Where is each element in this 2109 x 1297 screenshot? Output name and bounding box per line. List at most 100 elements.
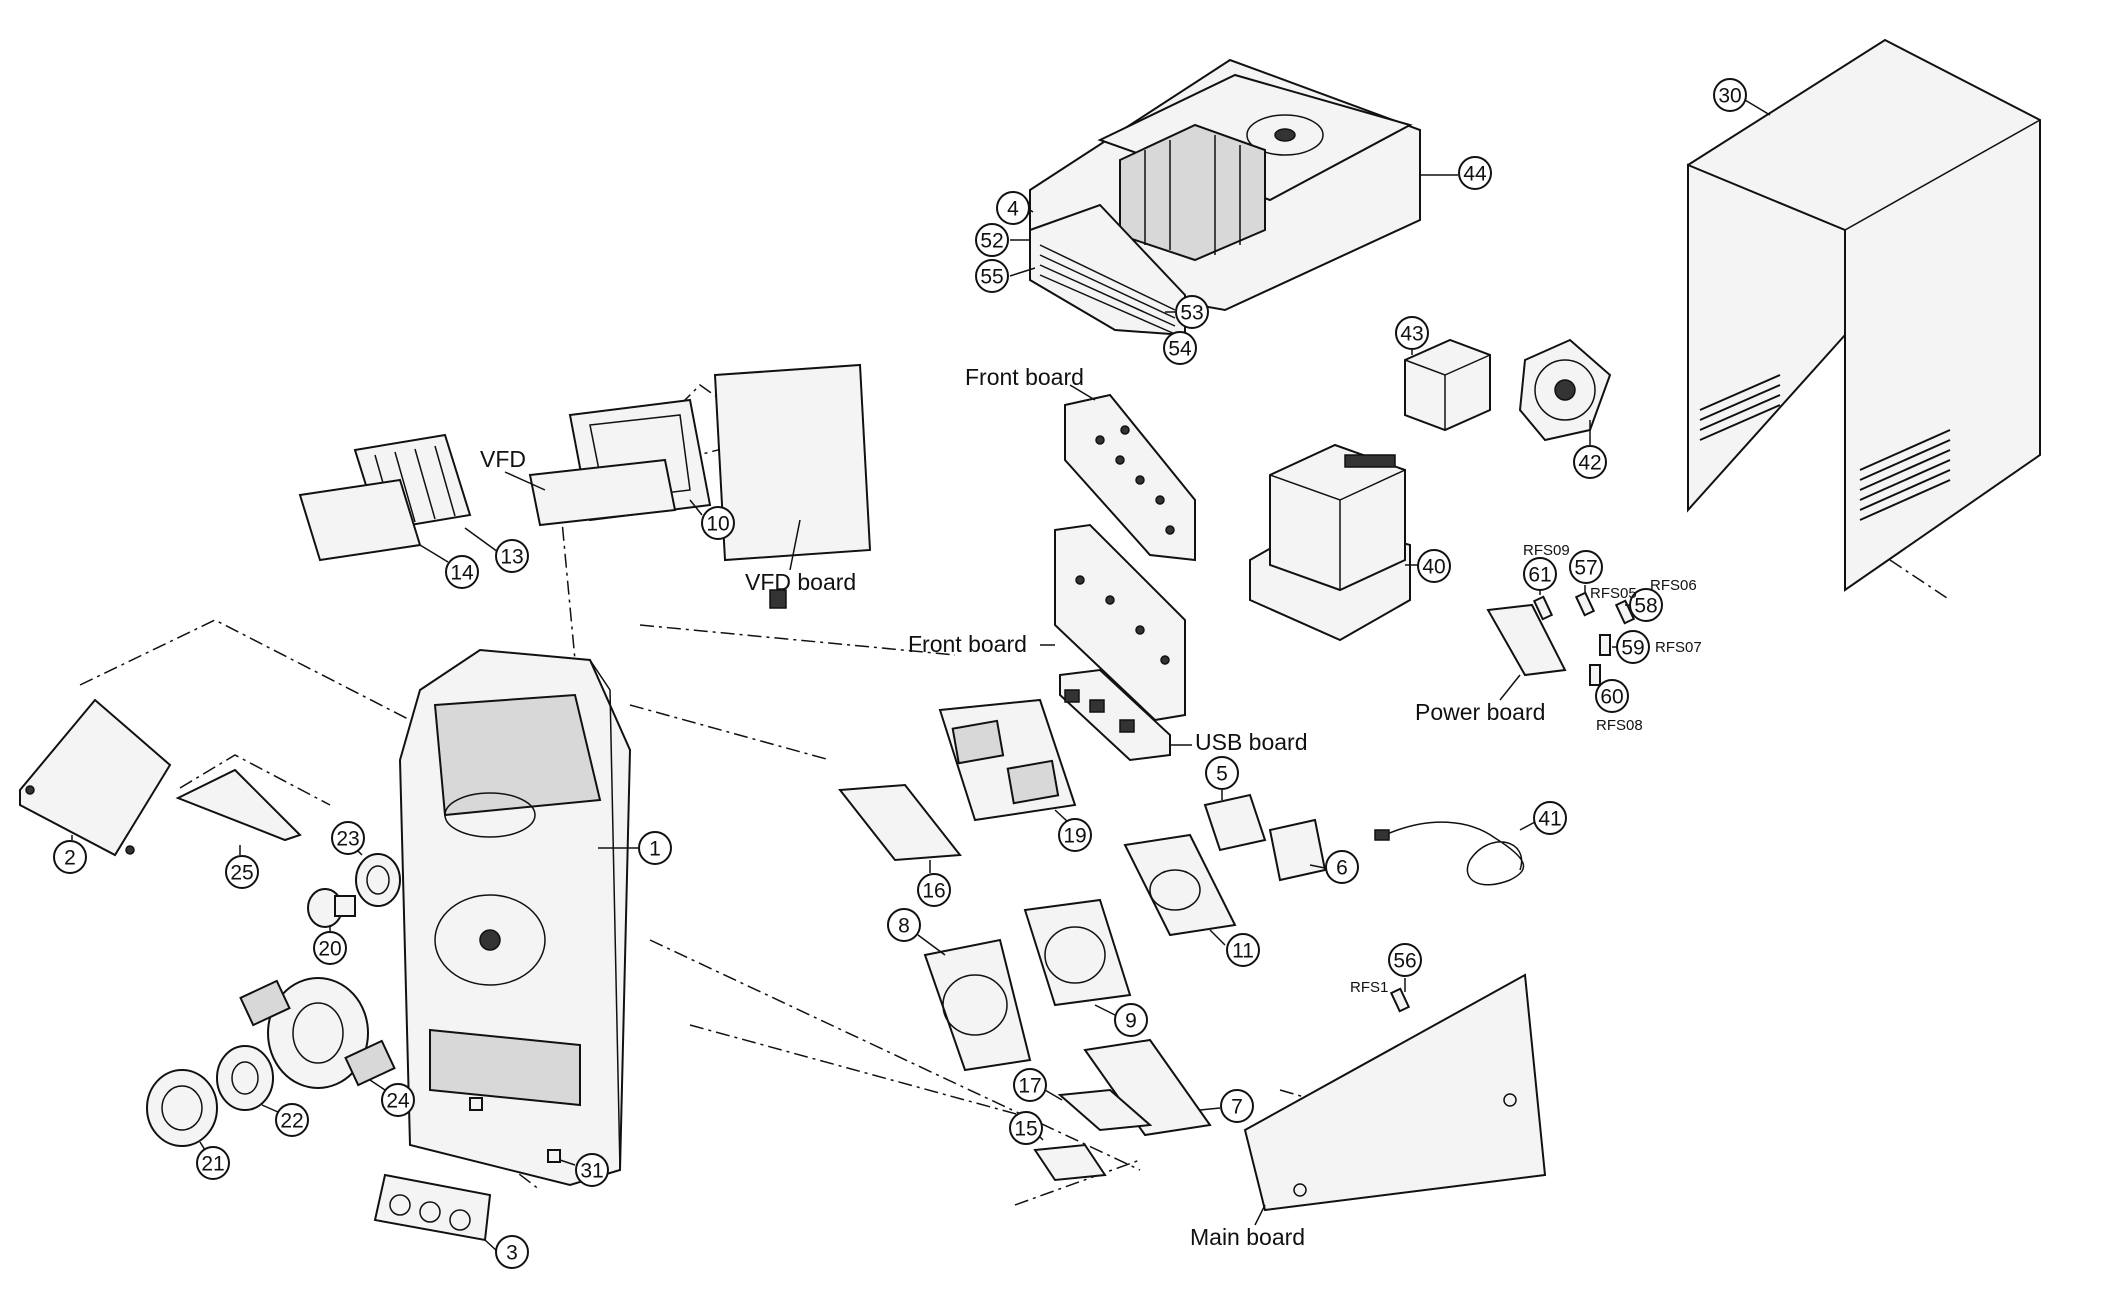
svg-text:6: 6 xyxy=(1336,857,1348,880)
callout-24: 24 xyxy=(369,1079,415,1117)
button-17 xyxy=(1057,1088,1153,1132)
text-labels: Front board Front board VFD VFD board US… xyxy=(480,364,1702,1250)
svg-text:17: 17 xyxy=(1018,1075,1041,1098)
callout-56: 56 xyxy=(1388,943,1422,992)
front-panel xyxy=(398,648,632,1187)
svg-text:4: 4 xyxy=(1007,198,1019,221)
svg-text:30: 30 xyxy=(1718,85,1741,108)
fuses xyxy=(1389,591,1636,1013)
label-vfd-board: VFD board xyxy=(745,569,856,595)
svg-text:25: 25 xyxy=(230,862,253,885)
front-board-upper xyxy=(1064,393,1196,562)
callout-20: 20 xyxy=(313,925,347,965)
svg-text:10: 10 xyxy=(706,513,729,536)
svg-text:22: 22 xyxy=(280,1110,303,1133)
svg-text:58: 58 xyxy=(1634,595,1657,618)
callout-11: 11 xyxy=(1209,929,1260,967)
svg-text:9: 9 xyxy=(1125,1010,1137,1033)
callout-31: 31 xyxy=(559,1153,609,1187)
svg-text:13: 13 xyxy=(500,546,523,569)
label-usb-board: USB board xyxy=(1195,729,1308,755)
callout-4: 4 xyxy=(996,191,1034,225)
callout-52: 52 xyxy=(975,223,1030,257)
power-board xyxy=(1486,603,1567,677)
svg-text:15: 15 xyxy=(1014,1118,1037,1141)
svg-text:2: 2 xyxy=(64,847,76,870)
callout-21: 21 xyxy=(196,1141,230,1180)
cassette-part-6 xyxy=(1268,818,1327,882)
part-43-block xyxy=(1404,338,1491,432)
button-panel-3 xyxy=(373,1173,492,1242)
callout-60: 60 xyxy=(1595,679,1629,713)
svg-text:44: 44 xyxy=(1463,163,1487,186)
svg-text:19: 19 xyxy=(1063,825,1086,848)
label-rfs08: RFS08 xyxy=(1596,717,1643,734)
button-15 xyxy=(1033,1143,1107,1182)
button-holder-16 xyxy=(838,783,962,862)
label-front-board-mid: Front board xyxy=(908,631,1027,657)
disc-tray-stack xyxy=(1029,203,1186,337)
dial-plate-22 xyxy=(216,1045,274,1111)
knob-20 xyxy=(307,888,356,928)
callout-30: 30 xyxy=(1713,78,1771,116)
svg-text:40: 40 xyxy=(1422,556,1445,579)
svg-text:41: 41 xyxy=(1538,808,1561,831)
main-board xyxy=(1243,973,1547,1212)
label-rfs05: RFS05 xyxy=(1590,585,1637,602)
svg-text:31: 31 xyxy=(580,1160,603,1183)
callout-43: 43 xyxy=(1395,316,1429,355)
label-rfs06: RFS06 xyxy=(1650,577,1697,594)
label-main-board: Main board xyxy=(1190,1224,1305,1250)
callout-57: 57 xyxy=(1569,550,1603,592)
callout-3: 3 xyxy=(484,1235,529,1269)
lens-window xyxy=(175,768,302,842)
callout-1: 1 xyxy=(598,831,672,865)
svg-text:24: 24 xyxy=(386,1090,410,1113)
vfd-board xyxy=(713,363,872,609)
vfd-display xyxy=(528,458,677,527)
svg-text:7: 7 xyxy=(1231,1096,1243,1119)
dial-cap-21 xyxy=(146,1069,218,1147)
label-front-board-top: Front board xyxy=(965,364,1084,390)
callout-8: 8 xyxy=(887,908,946,956)
small-bracket-31 xyxy=(469,1097,561,1163)
svg-text:14: 14 xyxy=(450,562,474,585)
svg-text:42: 42 xyxy=(1578,452,1601,475)
callout-9: 9 xyxy=(1094,1003,1148,1037)
callout-53: 53 xyxy=(1165,295,1209,329)
callout-6: 6 xyxy=(1309,850,1359,884)
svg-text:60: 60 xyxy=(1600,686,1623,709)
callout-40: 40 xyxy=(1405,549,1451,583)
dial-ring-24 xyxy=(239,977,396,1089)
svg-text:1: 1 xyxy=(649,838,661,861)
cassette-part-5 xyxy=(1203,793,1267,852)
callout-61: 61 xyxy=(1523,557,1557,595)
callout-55: 55 xyxy=(975,259,1036,293)
callout-59: 59 xyxy=(1612,630,1650,664)
svg-text:54: 54 xyxy=(1168,338,1192,361)
front-board-lower xyxy=(1054,523,1186,722)
svg-text:61: 61 xyxy=(1528,564,1551,587)
button-holder-19 xyxy=(938,698,1077,822)
callout-7: 7 xyxy=(1199,1089,1254,1123)
svg-text:3: 3 xyxy=(506,1242,518,1265)
callout-19: 19 xyxy=(1054,809,1092,852)
callout-54: 54 xyxy=(1163,331,1197,365)
svg-text:21: 21 xyxy=(201,1153,224,1176)
svg-text:56: 56 xyxy=(1393,950,1416,973)
svg-text:16: 16 xyxy=(922,880,945,903)
svg-text:59: 59 xyxy=(1621,637,1644,660)
power-cord xyxy=(1374,821,1525,886)
svg-text:52: 52 xyxy=(980,230,1003,253)
label-vfd: VFD xyxy=(480,446,526,472)
callout-25: 25 xyxy=(225,845,259,889)
bracket-9 xyxy=(1023,898,1132,1007)
label-rfs1: RFS1 xyxy=(1350,979,1388,996)
svg-text:5: 5 xyxy=(1216,763,1228,786)
callout-42: 42 xyxy=(1573,420,1607,479)
svg-text:23: 23 xyxy=(336,828,359,851)
label-power-board: Power board xyxy=(1415,699,1545,725)
svg-text:55: 55 xyxy=(980,266,1003,289)
callout-5: 5 xyxy=(1205,756,1239,800)
